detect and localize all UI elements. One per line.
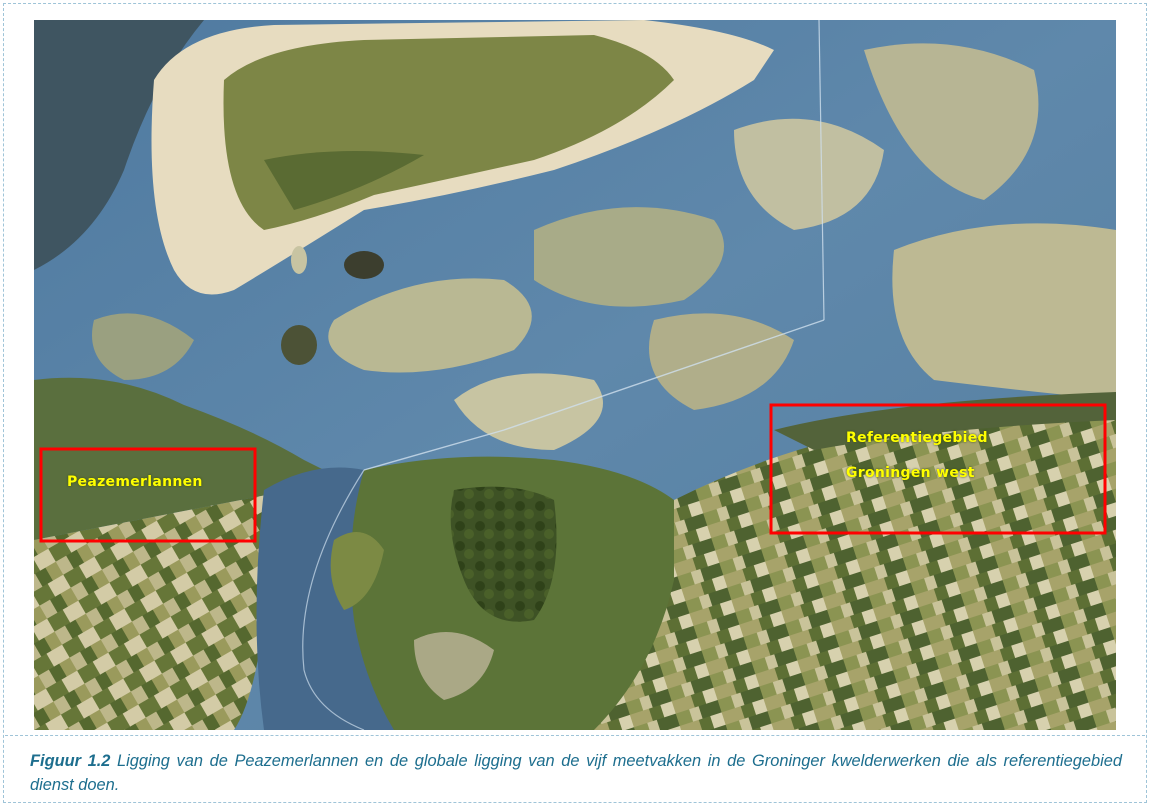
aerial-photo bbox=[34, 20, 1116, 730]
peazemerlannen-label: Peazemerlannen bbox=[67, 474, 203, 490]
reference-area-label-line1: Referentiegebied bbox=[846, 430, 988, 446]
figure-caption: Figuur 1.2 Ligging van de Peazemerlannen… bbox=[30, 749, 1122, 797]
caption-divider bbox=[5, 735, 1145, 736]
reference-area-label-line2: Groningen west bbox=[846, 465, 975, 481]
figure-frame bbox=[3, 3, 1147, 803]
figure-number: Figuur 1.2 bbox=[30, 752, 111, 770]
caption-text: Ligging van de Peazemerlannen en de glob… bbox=[30, 752, 1123, 794]
